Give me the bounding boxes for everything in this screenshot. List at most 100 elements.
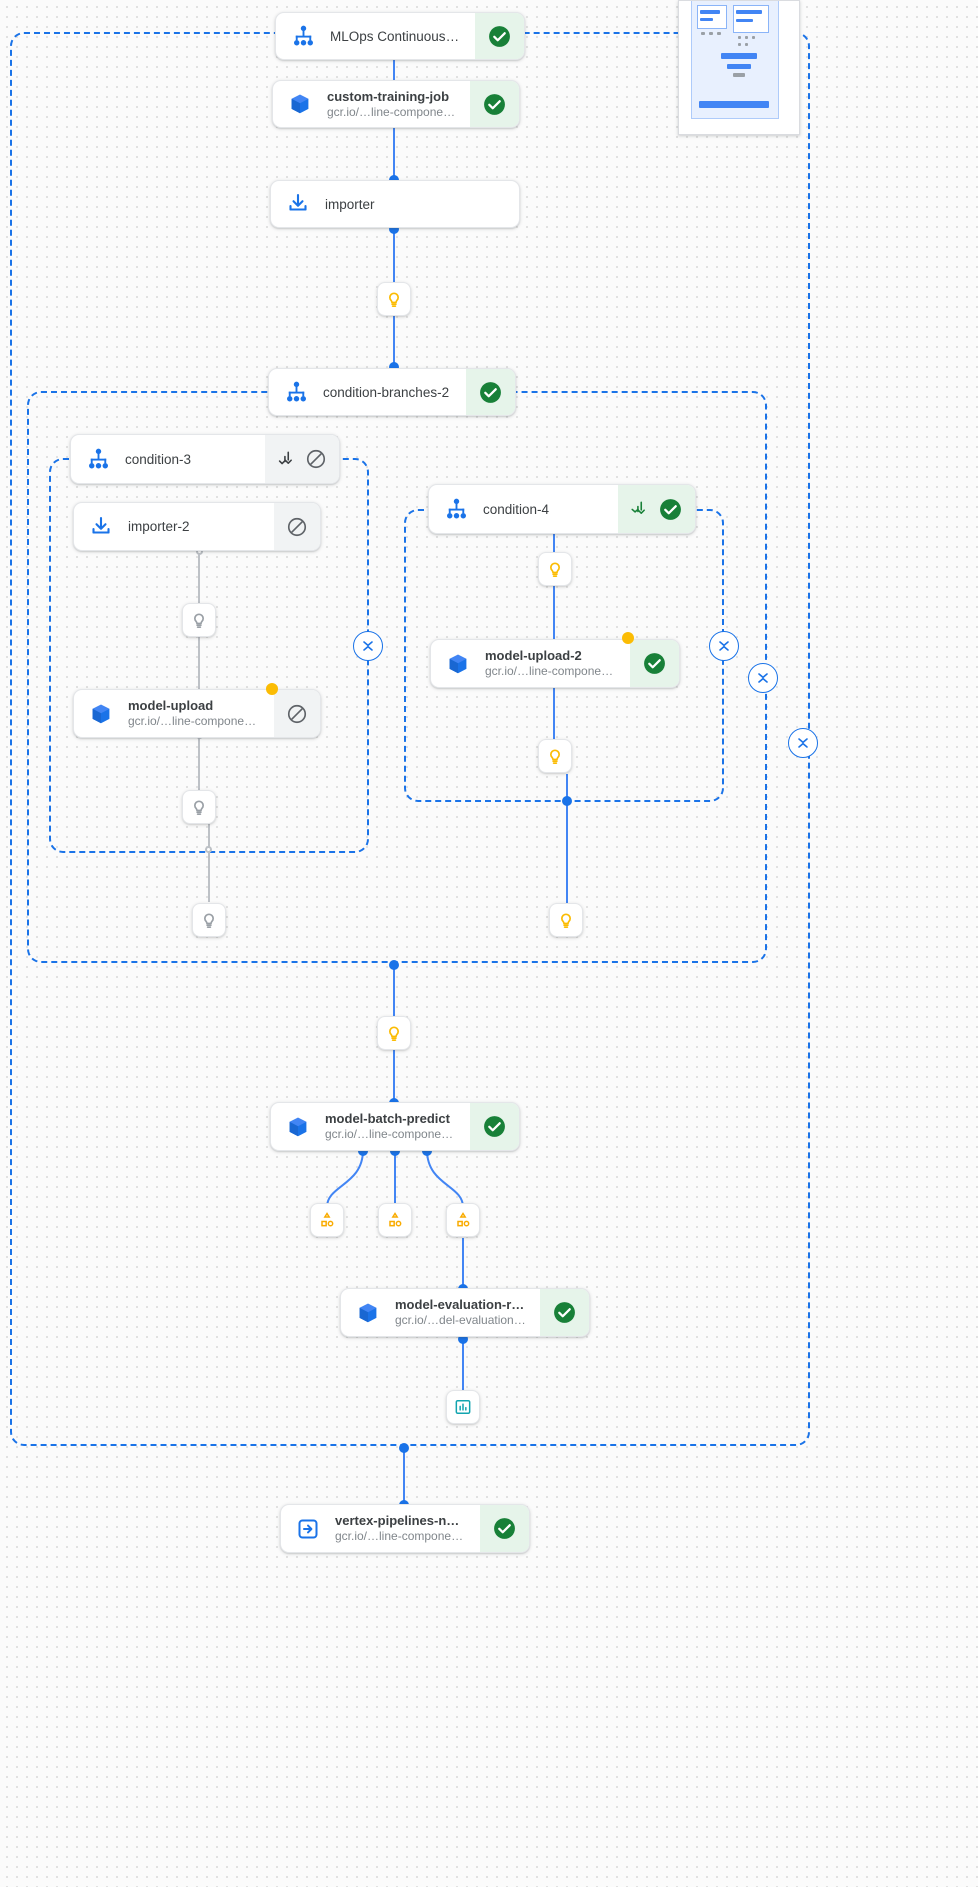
chip-artifact[interactable] — [378, 1203, 412, 1237]
edge-endpoint-dot — [422, 1146, 432, 1156]
edge-bulb-to-condition-branches — [393, 315, 395, 375]
minimap-node-bar — [699, 101, 769, 108]
node-texts: importer-2 — [128, 519, 190, 534]
chip-lightbulb[interactable] — [182, 603, 216, 637]
edge-endpoint-dot — [390, 1146, 400, 1156]
node-texts: model-upload-2 gcr.io/…line-components:2… — [485, 648, 616, 679]
chip-lightbulb[interactable] — [538, 552, 572, 586]
node-model-upload-2[interactable]: model-upload-2 gcr.io/…line-components:2… — [430, 639, 680, 688]
collapse-expand-chevrons-icon — [798, 738, 808, 748]
status-badge — [274, 690, 320, 737]
node-body: vertex-pipelines-notificat… gcr.io/…line… — [281, 1505, 480, 1552]
chip-metrics[interactable] — [446, 1390, 480, 1424]
check-circle-icon — [482, 92, 507, 117]
minimap-dot — [738, 43, 741, 46]
edge-importer2-to-bulb — [198, 551, 200, 608]
collapse-toggle-condition-branches-2[interactable] — [748, 663, 778, 693]
node-title: custom-training-job — [327, 88, 450, 104]
edge-bulb-to-model-upload-2 — [553, 586, 555, 642]
collapse-toggle-condition-3[interactable] — [353, 631, 383, 661]
node-body: MLOps Continuous Traini… — [276, 13, 475, 59]
pipeline-dag-icon — [85, 446, 111, 472]
collapse-expand-chevrons-icon — [719, 641, 729, 651]
minimap-node-bar — [727, 64, 751, 69]
pipeline-dag-icon — [290, 23, 316, 49]
node-condition-3[interactable]: condition-3 — [70, 434, 340, 484]
edge-endpoint-dot — [562, 796, 572, 806]
node-title: condition-3 — [125, 451, 192, 467]
collapse-expand-chevrons-icon — [758, 673, 768, 683]
edge-batch-predict-to-artifacts — [326, 1149, 464, 1208]
node-texts: model-upload gcr.io/…line-components:2.6… — [128, 698, 260, 729]
node-importer[interactable]: importer — [270, 180, 520, 228]
minimap-dot — [733, 73, 745, 77]
lightbulb-icon — [545, 746, 565, 766]
node-model-upload[interactable]: model-upload gcr.io/…line-components:2.6… — [73, 689, 321, 738]
branch-arrows-icon — [630, 499, 650, 519]
node-subtitle: gcr.io/…line-components:2.6.0 — [327, 104, 456, 119]
check-circle-icon — [642, 651, 667, 676]
node-body: model-upload-2 gcr.io/…line-components:2… — [431, 640, 630, 687]
edge-endpoint-dot — [389, 362, 399, 372]
edge-model-upload-to-bulb — [198, 735, 200, 792]
minimap-node-bar — [721, 53, 757, 59]
node-condition-4[interactable]: condition-4 — [428, 484, 696, 534]
node-model-evaluation-regression[interactable]: model-evaluation-regres… gcr.io/…del-eva… — [340, 1288, 590, 1337]
minimap-dot — [745, 43, 748, 46]
node-subtitle: gcr.io/…del-evaluation:v0.9.3 — [395, 1313, 526, 1327]
node-title: model-upload-2 — [485, 648, 582, 663]
minimap-node-bar — [736, 10, 762, 14]
node-title: model-upload — [128, 698, 214, 713]
status-badge — [540, 1289, 589, 1336]
edge-endpoint-dot — [399, 1443, 409, 1453]
status-badge — [265, 435, 339, 483]
cache-marker-dot — [266, 683, 278, 695]
node-importer-2[interactable]: importer-2 — [73, 502, 321, 551]
minimap-dot — [752, 36, 755, 39]
edge-group-to-bulb — [393, 963, 395, 1018]
chip-artifact[interactable] — [446, 1203, 480, 1237]
component-cube-icon — [355, 1300, 381, 1326]
chip-lightbulb[interactable] — [377, 282, 411, 316]
node-custom-training-job[interactable]: custom-training-job gcr.io/…line-compone… — [272, 80, 520, 128]
status-badge — [495, 181, 519, 227]
blocked-circle-icon — [286, 516, 308, 538]
edge-evaluation-to-metrics — [462, 1337, 464, 1391]
edge-condition4-to-bulb — [553, 533, 555, 568]
chip-lightbulb[interactable] — [549, 903, 583, 937]
node-condition-branches-2[interactable]: condition-branches-2 — [268, 368, 516, 416]
node-subtitle: gcr.io/…line-components:2.6.0 — [325, 1127, 456, 1141]
node-body: importer — [271, 181, 495, 227]
chip-lightbulb[interactable] — [377, 1016, 411, 1050]
edge-endpoint-dot — [205, 846, 212, 853]
lightbulb-outline-icon — [199, 910, 219, 930]
minimap-node-bar — [700, 10, 720, 14]
edge-importer-to-bulb — [393, 228, 395, 288]
minimap-dot — [717, 32, 721, 35]
graph-minimap[interactable] — [678, 0, 800, 135]
node-root-pipeline[interactable]: MLOps Continuous Traini… — [275, 12, 525, 60]
node-texts: condition-3 — [125, 452, 191, 467]
chip-lightbulb[interactable] — [192, 903, 226, 937]
check-circle-icon — [552, 1300, 577, 1325]
component-cube-icon — [287, 91, 313, 117]
component-cube-icon — [445, 651, 471, 677]
node-vertex-pipelines-notification[interactable]: vertex-pipelines-notificat… gcr.io/…line… — [280, 1504, 530, 1553]
collapse-expand-chevrons-icon — [363, 641, 373, 651]
collapse-toggle-condition-4[interactable] — [709, 631, 739, 661]
edge-bulb-to-batch-predict — [393, 1050, 395, 1105]
chip-lightbulb[interactable] — [182, 790, 216, 824]
status-badge — [630, 640, 679, 687]
chip-artifact[interactable] — [310, 1203, 344, 1237]
node-body: model-upload gcr.io/…line-components:2.6… — [74, 690, 274, 737]
collapse-toggle-root-pipeline[interactable] — [788, 728, 818, 758]
check-circle-icon — [492, 1516, 517, 1541]
chip-lightbulb[interactable] — [538, 739, 572, 773]
node-model-batch-predict[interactable]: model-batch-predict gcr.io/…line-compone… — [270, 1102, 520, 1151]
node-body: condition-4 — [429, 485, 618, 533]
component-cube-icon — [88, 701, 114, 727]
minimap-dot — [745, 36, 748, 39]
node-title: condition-4 — [483, 501, 550, 517]
node-texts: MLOps Continuous Traini… — [330, 29, 461, 44]
